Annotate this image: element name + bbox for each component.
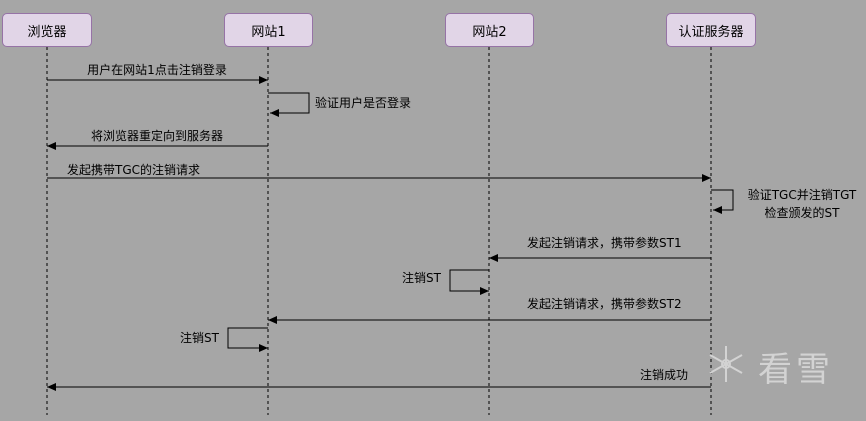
actor-browser: 浏览器 (2, 13, 92, 47)
label-logout-success: 注销成功 (640, 368, 689, 382)
actor-auth-server: 认证服务器 (666, 13, 756, 47)
actor-site1: 网站1 (224, 13, 313, 47)
label-st2-request: 发起注销请求，携带参数ST2 (527, 297, 682, 311)
label-logout-st-site2: 注销ST (402, 271, 441, 285)
self-arrow-check-login (268, 92, 310, 117)
self-arrow-st-site2 (449, 269, 489, 295)
label-tgc-request: 发起携带TGC的注销请求 (67, 163, 201, 177)
label-check-st: 检查颁发的ST (764, 206, 840, 220)
label-redirect: 将浏览器重定向到服务器 (90, 129, 224, 143)
label-logout-click: 用户在网站1点击注销登录 (87, 63, 227, 77)
actor-site2: 网站2 (445, 13, 534, 47)
watermark-text: 看雪 (758, 350, 834, 390)
label-logout-st-site1: 注销ST (180, 331, 219, 345)
label-check-login: 验证用户是否登录 (315, 96, 412, 110)
self-arrow-st-site1 (227, 327, 268, 352)
snowflake-icon (709, 346, 743, 382)
label-verify-tgc: 验证TGC并注销TGT (747, 188, 857, 202)
self-arrow-verify-tgc (711, 189, 734, 214)
label-st1-request: 发起注销请求，携带参数ST1 (527, 236, 682, 250)
